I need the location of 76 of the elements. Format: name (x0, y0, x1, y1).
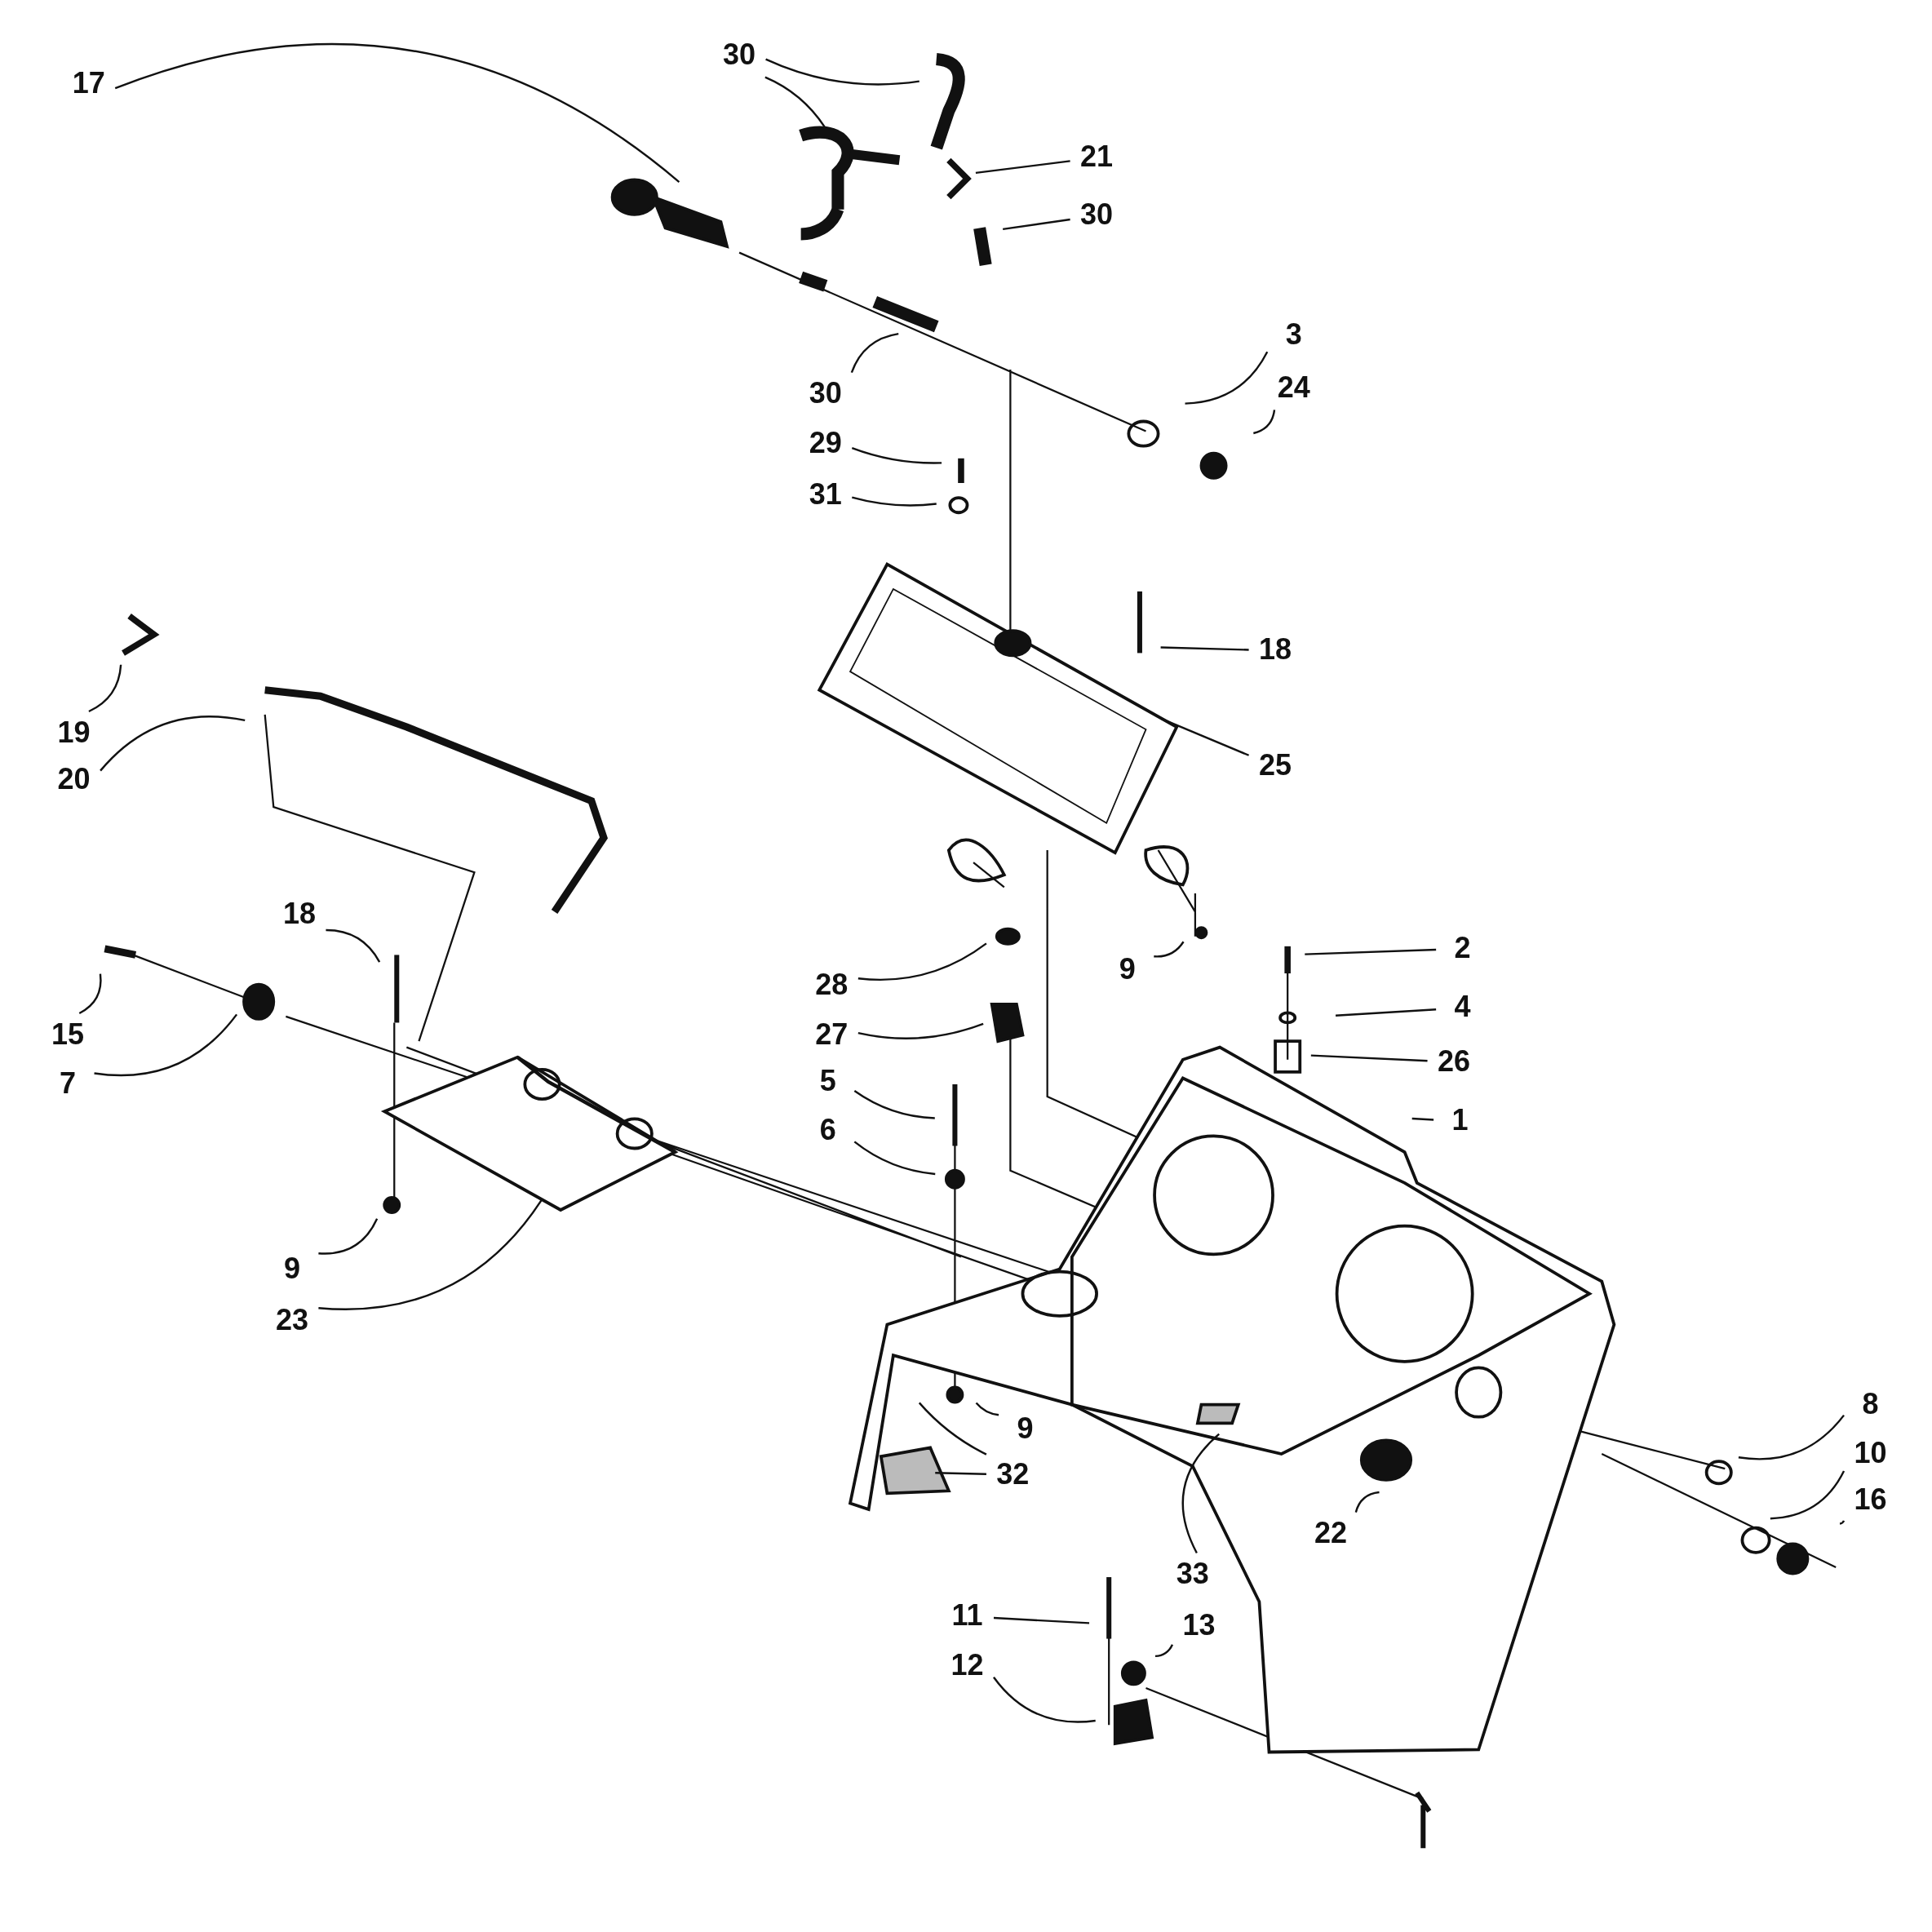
leader-line (1154, 941, 1185, 958)
callout-number: 1 (1437, 1103, 1483, 1140)
leader-line (1738, 1414, 1845, 1460)
callout-number: 27 (809, 1017, 855, 1053)
leader-line (1310, 1054, 1428, 1062)
leader-line (1770, 1470, 1846, 1520)
leader-line (975, 1402, 999, 1416)
leader-line (918, 1402, 987, 1456)
leader-line (78, 973, 102, 1015)
leader-line (1253, 410, 1276, 435)
leader-line (100, 716, 246, 772)
leader-line (1305, 948, 1437, 955)
leader-line (857, 942, 987, 981)
callout-number: 16 (1847, 1482, 1894, 1519)
callout-number: 26 (1431, 1044, 1478, 1080)
leader-line (1181, 1433, 1221, 1553)
leader-line (1161, 717, 1250, 756)
leader-line (975, 160, 1070, 175)
leader-line (852, 496, 937, 507)
leader-line (993, 1676, 1096, 1723)
leader-line (850, 332, 899, 374)
leader-line (853, 1141, 936, 1176)
leader-line (318, 1199, 543, 1310)
callout-number: 28 (809, 968, 855, 1004)
callout-number: 15 (45, 1017, 91, 1053)
callout-number: 32 (990, 1456, 1036, 1493)
callout-number: 25 (1252, 748, 1299, 785)
callout-number: 10 (1847, 1436, 1894, 1473)
leader-line (1160, 646, 1249, 651)
leader-line (1354, 1491, 1380, 1513)
leader-line (94, 1013, 238, 1077)
callout-number: 4 (1439, 990, 1486, 1026)
callout-number: 18 (276, 896, 322, 933)
leader-line (1336, 1008, 1437, 1017)
leader-line (318, 1218, 379, 1255)
leader-line (88, 664, 122, 713)
callout-number: 9 (268, 1251, 315, 1287)
callout-number: 30 (1074, 197, 1120, 234)
callout-number: 24 (1270, 370, 1317, 406)
callout-number: 18 (1252, 632, 1299, 669)
leader-line (765, 58, 919, 86)
leader-line (1411, 1117, 1434, 1121)
callout-number: 8 (1847, 1386, 1894, 1423)
callout-number: 11 (944, 1598, 990, 1635)
callout-number: 30 (802, 376, 849, 413)
callout-number: 13 (1176, 1608, 1222, 1645)
leader-line (114, 43, 680, 183)
leader-line (935, 1472, 986, 1475)
callout-number: 30 (716, 37, 763, 73)
callout-number: 5 (804, 1063, 851, 1100)
callout-number: 2 (1439, 930, 1486, 967)
callout-number: 29 (802, 425, 849, 462)
callout-number: 3 (1270, 317, 1317, 353)
leader-line (1154, 1644, 1174, 1658)
leader-line (1839, 1520, 1846, 1525)
callout-number: 7 (45, 1066, 91, 1102)
callout-number: 20 (51, 761, 97, 798)
callout-number: 33 (1169, 1557, 1216, 1593)
callout-number: 17 (65, 65, 112, 102)
callout-number: 21 (1074, 140, 1120, 176)
leader-line (857, 1022, 984, 1039)
callout-number: 6 (804, 1113, 851, 1150)
callout-number: 9 (1104, 951, 1150, 988)
callout-number: 12 (944, 1647, 990, 1684)
callout-number: 23 (268, 1302, 315, 1339)
leader-line (851, 446, 942, 464)
callout-number: 31 (802, 477, 849, 514)
leader-line (993, 1616, 1090, 1624)
leader-line (326, 928, 381, 963)
leader-line (764, 76, 826, 128)
callout-number: 22 (1308, 1516, 1354, 1553)
callout-number: 19 (51, 715, 97, 751)
callout-number: 9 (1002, 1411, 1048, 1447)
leader-line (853, 1090, 935, 1119)
leader-line (1003, 218, 1070, 231)
leader-line (1185, 351, 1269, 405)
